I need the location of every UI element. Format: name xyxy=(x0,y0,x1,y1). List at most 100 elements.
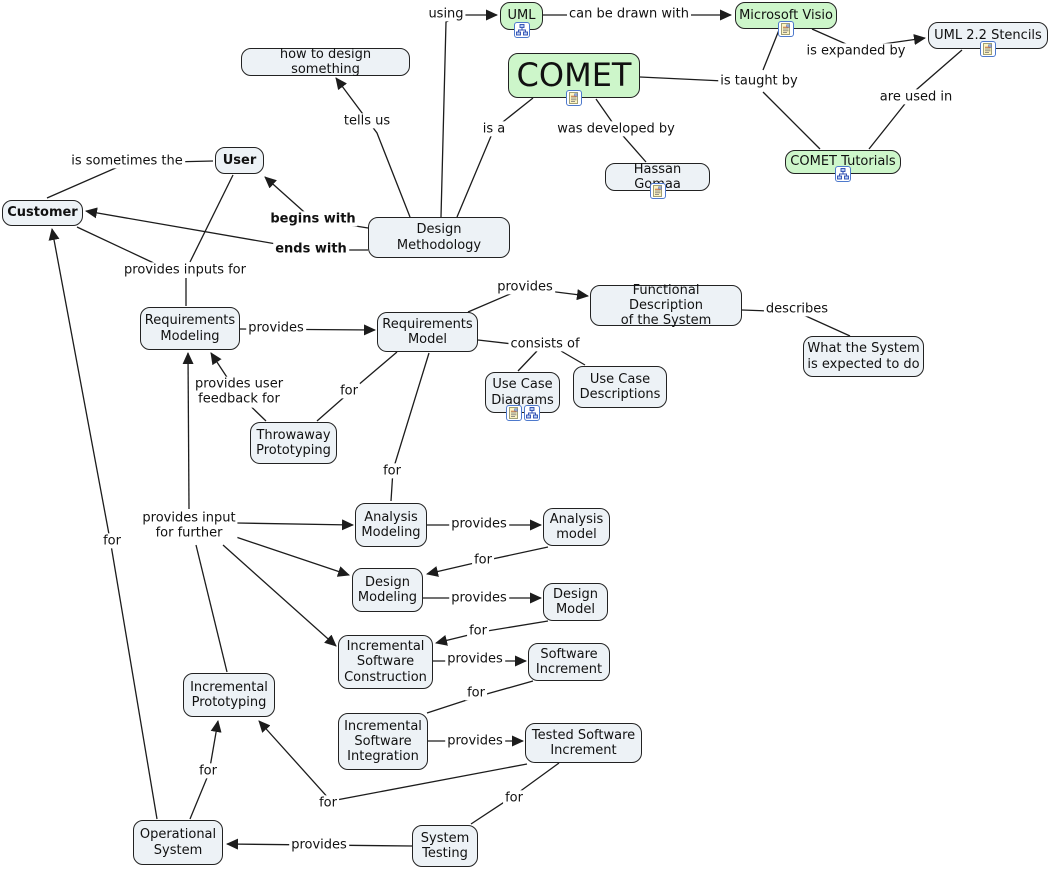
node-label: Operational System xyxy=(139,827,217,858)
link-phrase-label[interactable]: for xyxy=(503,790,525,806)
resource-icon-group xyxy=(778,21,794,37)
link-phrase-label[interactable]: is a xyxy=(480,121,508,137)
link-phrase-label[interactable]: provides input for further xyxy=(140,510,238,542)
link-phrase-label[interactable]: provides inputs for xyxy=(122,262,248,278)
link-phrase-label[interactable]: is expanded by xyxy=(804,43,908,59)
node-user[interactable]: User xyxy=(215,147,264,174)
connection-line xyxy=(182,352,194,510)
node-microsoft-visio[interactable]: Microsoft Visio xyxy=(735,2,837,37)
node-system-testing[interactable]: System Testing xyxy=(412,825,478,867)
node-use-case-diagrams[interactable]: Use Case Diagrams xyxy=(485,372,560,421)
node-hassan-gomaa[interactable]: Hassan Gomaa xyxy=(605,162,710,199)
node-label: Use Case Diagrams xyxy=(491,377,554,408)
connection-line xyxy=(440,9,498,218)
link-phrase-label[interactable]: was developed by xyxy=(555,121,677,137)
node-comet[interactable]: COMET xyxy=(508,53,640,106)
node-label: Microsoft Visio xyxy=(739,7,833,23)
link-phrase-label[interactable]: for xyxy=(465,685,487,701)
node-what-the-system-is-expected-to-do[interactable]: What the System is expected to do xyxy=(803,336,924,377)
node-design-modeling[interactable]: Design Modeling xyxy=(352,568,423,612)
connection-line xyxy=(762,29,780,71)
link-phrase-label[interactable]: provides user feedback for xyxy=(192,376,286,408)
link-phrase-label[interactable]: describes xyxy=(763,301,831,317)
link-phrase-label[interactable]: for xyxy=(197,763,219,779)
diagram-icon[interactable] xyxy=(513,22,530,38)
connection-line xyxy=(435,620,549,646)
link-phrase-label[interactable]: is sometimes the xyxy=(69,153,185,169)
resource-icon-group xyxy=(505,405,540,421)
connection-line xyxy=(390,352,430,502)
node-label: Incremental Software Construction xyxy=(344,639,427,685)
node-label: Design Methodology xyxy=(396,222,482,253)
link-phrase-label[interactable]: ends with xyxy=(273,241,349,257)
link-phrase-label[interactable]: for xyxy=(101,533,123,549)
node-label: Requirements Modeling xyxy=(144,313,236,344)
link-phrase-label[interactable]: is taught by xyxy=(718,73,800,89)
node-incremental-prototyping[interactable]: Incremental Prototyping xyxy=(183,673,275,717)
connection-line xyxy=(195,544,228,673)
node-label: Analysis Modeling xyxy=(361,509,421,540)
node-incremental-software-construction[interactable]: Incremental Software Construction xyxy=(338,635,433,689)
node-label: COMET xyxy=(516,55,632,94)
link-phrase-label[interactable]: provides xyxy=(445,651,505,667)
link-phrase-label[interactable]: tells us xyxy=(341,113,393,129)
node-operational-system[interactable]: Operational System xyxy=(133,820,223,865)
node-comet-tutorials[interactable]: COMET Tutorials xyxy=(785,150,901,182)
node-requirements-model[interactable]: Requirements Model xyxy=(377,312,478,352)
node-software-increment[interactable]: Software Increment xyxy=(528,643,610,681)
document-icon[interactable] xyxy=(505,405,522,421)
link-phrase-label[interactable]: begins with xyxy=(268,211,358,227)
connection-line xyxy=(560,350,586,366)
connection-line xyxy=(222,544,337,647)
node-analysis-modeling[interactable]: Analysis Modeling xyxy=(355,503,427,547)
link-phrase-label[interactable]: provides xyxy=(495,279,555,295)
node-label: Customer xyxy=(7,205,78,221)
node-label: Tested Software Increment xyxy=(531,727,636,758)
node-throwaway-prototyping[interactable]: Throwaway Prototyping xyxy=(250,422,337,464)
connection-line xyxy=(477,339,514,345)
link-phrase-label[interactable]: for xyxy=(338,383,360,399)
link-phrase-label[interactable]: provides xyxy=(449,590,509,606)
node-customer[interactable]: Customer xyxy=(2,200,83,226)
node-functional-description-of-the-system[interactable]: Functional Description of the System xyxy=(590,283,742,328)
link-phrase-label[interactable]: for xyxy=(381,463,403,479)
node-label: Design Model xyxy=(553,586,598,617)
diagram-icon[interactable] xyxy=(523,405,540,421)
node-label: Incremental Software Integration xyxy=(344,718,422,765)
link-phrase-label[interactable]: are used in xyxy=(877,89,955,105)
node-how-to-design-something[interactable]: how to design something xyxy=(241,47,410,77)
node-incremental-software-integration[interactable]: Incremental Software Integration xyxy=(338,713,428,770)
document-icon[interactable] xyxy=(980,41,996,57)
resource-icon-group xyxy=(566,90,582,106)
node-label: Analysis model xyxy=(549,511,604,542)
link-phrase-label[interactable]: provides xyxy=(289,837,349,853)
resource-icon-group xyxy=(980,41,996,57)
link-phrase-label[interactable]: for xyxy=(467,623,489,639)
diagram-icon[interactable] xyxy=(835,166,851,182)
link-phrase-label[interactable]: provides xyxy=(449,516,509,532)
link-phrase-label[interactable]: can be drawn with xyxy=(566,6,692,22)
node-design-model[interactable]: Design Model xyxy=(543,583,608,621)
link-phrase-label[interactable]: for xyxy=(472,552,494,568)
document-icon[interactable] xyxy=(778,21,794,37)
link-phrase-label[interactable]: provides xyxy=(246,320,306,336)
node-label: Design Modeling xyxy=(357,574,418,605)
node-design-methodology[interactable]: Design Methodology xyxy=(368,217,510,258)
link-phrase-label[interactable]: using xyxy=(426,6,466,22)
node-use-case-descriptions[interactable]: Use Case Descriptions xyxy=(573,366,667,408)
node-requirements-modeling[interactable]: Requirements Modeling xyxy=(140,307,240,350)
document-icon[interactable] xyxy=(566,90,582,106)
resource-icon-group xyxy=(649,183,666,199)
link-phrase-label[interactable]: for xyxy=(317,795,339,811)
node-tested-software-increment[interactable]: Tested Software Increment xyxy=(525,723,642,763)
node-uml[interactable]: UML xyxy=(500,2,543,38)
node-label: Use Case Descriptions xyxy=(579,371,661,402)
node-uml-22-stencils[interactable]: UML 2.2 Stencils xyxy=(928,22,1048,57)
node-label: UML 2.2 Stencils xyxy=(934,27,1042,43)
link-phrase-label[interactable]: consists of xyxy=(508,336,582,352)
document-icon[interactable] xyxy=(649,183,666,199)
node-analysis-model[interactable]: Analysis model xyxy=(543,508,610,546)
link-phrase-label[interactable]: provides xyxy=(445,733,505,749)
connection-line xyxy=(762,91,821,150)
